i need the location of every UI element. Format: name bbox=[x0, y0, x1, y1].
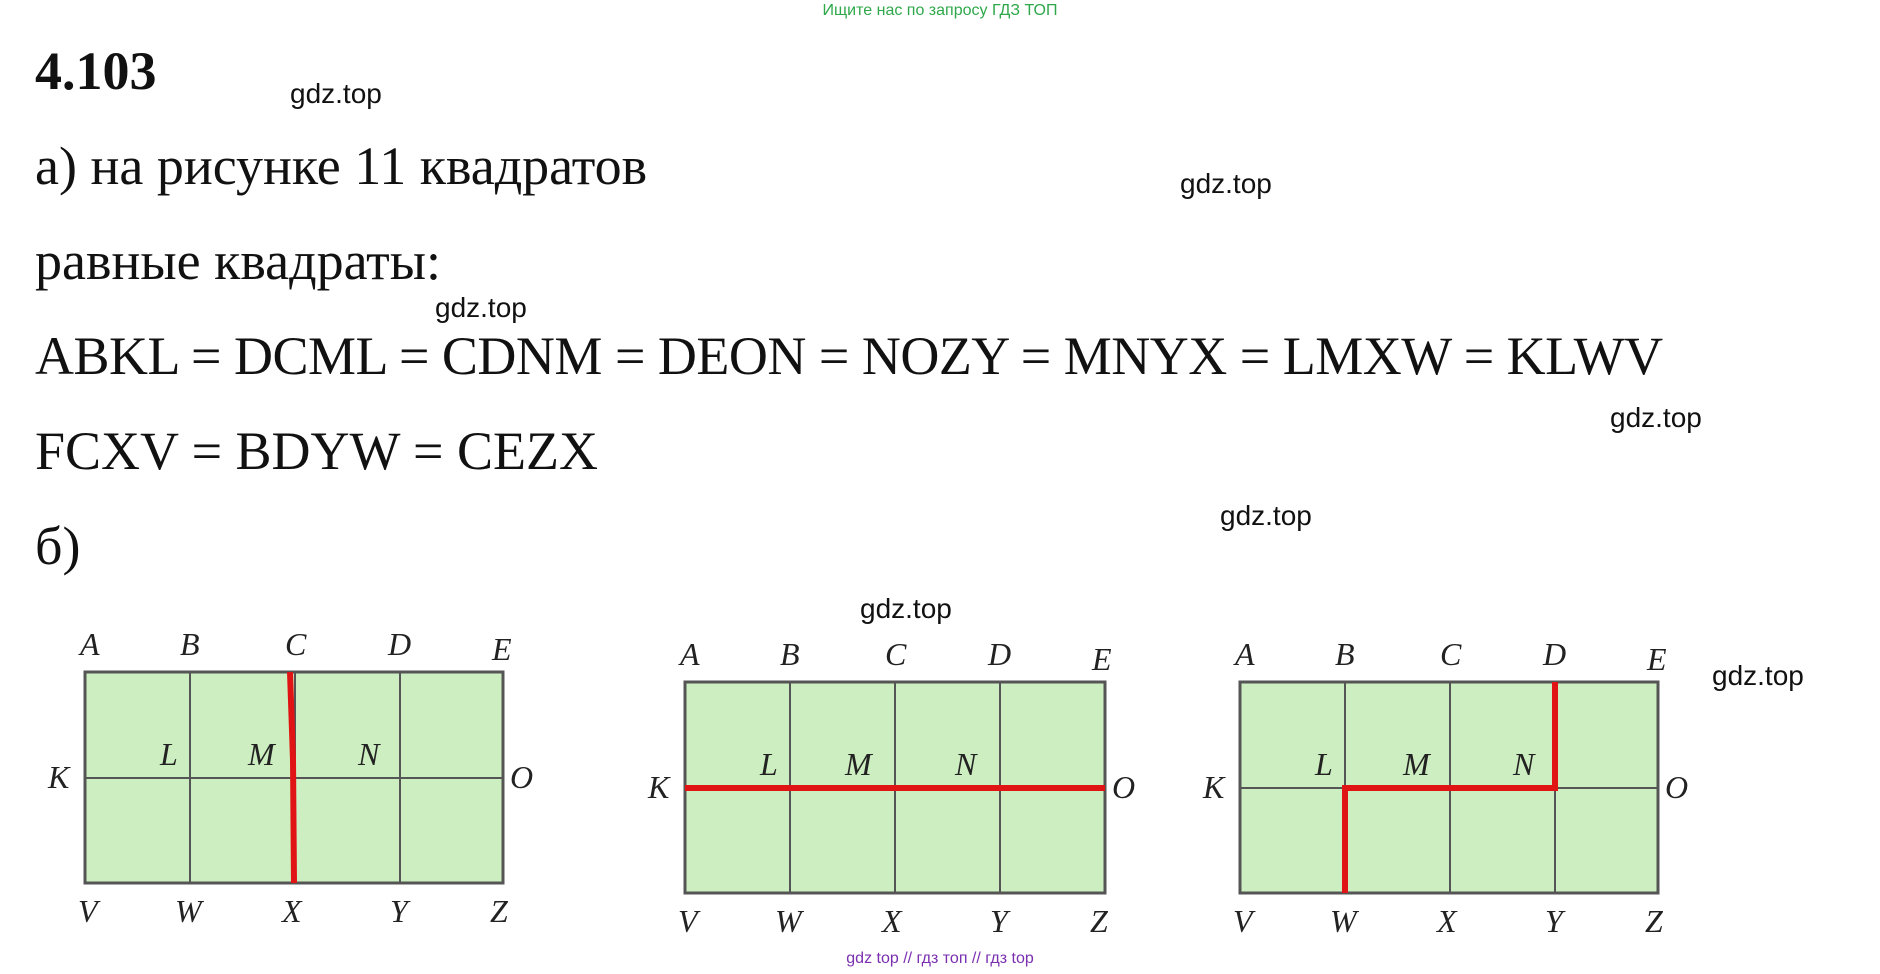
label-b: B bbox=[780, 636, 800, 672]
label-o: O bbox=[1665, 769, 1688, 805]
label-c: C bbox=[285, 626, 307, 662]
label-x: X bbox=[280, 893, 303, 929]
answer-a: а) на рисунке 11 квадратов bbox=[35, 136, 648, 196]
answer-b: б) bbox=[35, 516, 81, 576]
label-o: O bbox=[1112, 769, 1135, 805]
label-a: A bbox=[78, 626, 100, 662]
figure-step-cut: A B C D E K O L M N V W X Y Z bbox=[1202, 636, 1688, 939]
watermark: gdz.top bbox=[1180, 168, 1272, 199]
problem-number: 4.103 bbox=[35, 41, 157, 101]
label-x: X bbox=[880, 903, 903, 939]
label-a: A bbox=[678, 636, 700, 672]
label-e: E bbox=[491, 631, 512, 667]
label-e: E bbox=[1646, 641, 1667, 677]
label-n: N bbox=[357, 736, 381, 772]
label-w: W bbox=[175, 893, 205, 929]
label-a: A bbox=[1233, 636, 1255, 672]
watermark: gdz.top bbox=[860, 593, 952, 624]
watermark: gdz.top bbox=[1610, 402, 1702, 433]
search-banner: Ищите нас по запросу ГДЗ ТОП bbox=[822, 2, 1058, 19]
label-w: W bbox=[1330, 903, 1360, 939]
cut-line bbox=[1342, 682, 1558, 893]
label-m: M bbox=[1402, 746, 1432, 782]
label-m: M bbox=[844, 746, 874, 782]
label-k: K bbox=[1202, 769, 1226, 805]
label-b: B bbox=[1335, 636, 1355, 672]
label-c: C bbox=[885, 636, 907, 672]
cut-line bbox=[287, 671, 297, 884]
label-v: V bbox=[1233, 903, 1256, 939]
label-z: Z bbox=[1645, 903, 1664, 939]
watermark: gdz.top bbox=[290, 78, 382, 109]
label-c: C bbox=[1440, 636, 1462, 672]
footer-links[interactable]: gdz top // гдз топ // гдз top bbox=[846, 950, 1034, 967]
equal-squares-small: ABKL = DCML = CDNM = DEON = NOZY = MNYX … bbox=[35, 326, 1663, 386]
watermark: gdz.top bbox=[435, 292, 527, 323]
label-z: Z bbox=[1090, 903, 1109, 939]
label-y: Y bbox=[990, 903, 1011, 939]
label-d: D bbox=[387, 626, 411, 662]
label-l: L bbox=[1314, 746, 1333, 782]
label-d: D bbox=[1542, 636, 1566, 672]
label-l: L bbox=[159, 736, 178, 772]
label-d: D bbox=[987, 636, 1011, 672]
label-y: Y bbox=[1545, 903, 1566, 939]
label-k: K bbox=[47, 759, 71, 795]
equal-squares-heading: равные квадраты: bbox=[35, 231, 442, 291]
label-k: K bbox=[647, 769, 671, 805]
label-l: L bbox=[759, 746, 778, 782]
label-m: M bbox=[247, 736, 277, 772]
figure-horizontal-cut: A B C D E K O L M N V W X Y Z bbox=[647, 636, 1135, 939]
label-v: V bbox=[78, 893, 101, 929]
label-w: W bbox=[775, 903, 805, 939]
equal-squares-large: FCXV = BDYW = CEZX bbox=[35, 421, 598, 481]
label-o: O bbox=[510, 759, 533, 795]
label-z: Z bbox=[490, 893, 509, 929]
label-y: Y bbox=[390, 893, 411, 929]
label-x: X bbox=[1435, 903, 1458, 939]
watermark: gdz.top bbox=[1712, 660, 1804, 691]
label-e: E bbox=[1091, 641, 1112, 677]
label-b: B bbox=[180, 626, 200, 662]
watermark: gdz.top bbox=[1220, 500, 1312, 531]
label-v: V bbox=[678, 903, 701, 939]
label-n: N bbox=[954, 746, 978, 782]
figure-vertical-cut: A B C D E K O L M N V W X Y Z bbox=[47, 626, 533, 929]
label-n: N bbox=[1512, 746, 1536, 782]
